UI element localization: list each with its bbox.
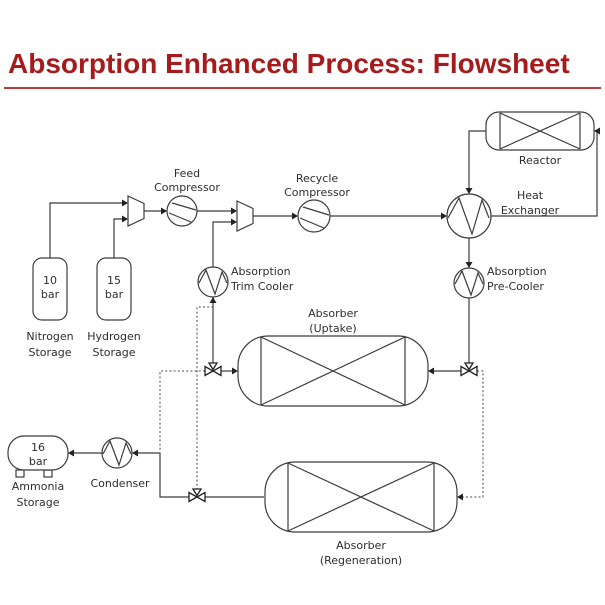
recycle-mixer-symbol (236, 200, 254, 232)
reactor-symbol (485, 111, 595, 151)
heat-exchanger-label-2: Exchanger (501, 204, 560, 217)
absorber-regeneration-label-1: Absorber (336, 539, 386, 552)
absorber-uptake-symbol (237, 335, 429, 407)
valve-right-icon (460, 362, 478, 377)
recycle-compressor-label-2: Compressor (284, 186, 350, 199)
ammonia-storage-vessel: 16 bar (7, 435, 69, 478)
absorber-uptake-label-2: (Uptake) (309, 322, 356, 335)
recycle-compressor-label-1: Recycle (296, 172, 339, 185)
feed-compressor-label-1: Feed (174, 167, 200, 180)
hydrogen-pressure-value: 15 (107, 274, 121, 287)
absorption-pre-cooler-label-2: Pre-Cooler (487, 280, 544, 293)
recycle-compressor-symbol (297, 199, 331, 233)
hydrogen-storage-label-1: Hydrogen (87, 330, 141, 343)
hydrogen-pressure-unit: bar (105, 288, 124, 301)
heat-exchanger-symbol (446, 193, 492, 239)
ammonia-pressure-unit: bar (29, 455, 48, 468)
feed-compressor-symbol (166, 195, 198, 227)
hydrogen-storage-label-2: Storage (92, 346, 135, 359)
absorption-pre-cooler-label-1: Absorption (487, 265, 547, 278)
absorption-trim-cooler-label-1: Absorption (231, 265, 291, 278)
ammonia-storage-label-2: Storage (16, 496, 59, 509)
condenser-symbol (101, 437, 133, 469)
absorption-pre-cooler-symbol (453, 267, 485, 299)
feed-mixer-symbol (127, 195, 145, 227)
absorber-regeneration-label-2: (Regeneration) (320, 554, 402, 567)
flow-arrows (68, 127, 600, 501)
nitrogen-pressure-value: 10 (43, 274, 57, 287)
page-title: Absorption Enhanced Process: Flowsheet (8, 48, 570, 79)
absorber-regeneration-symbol (264, 461, 458, 533)
feed-compressor-label-2: Compressor (154, 181, 220, 194)
reactor-label: Reactor (519, 154, 562, 167)
valve-left-icon (204, 362, 222, 377)
ammonia-storage-label-1: Ammonia (12, 480, 64, 493)
absorption-trim-cooler-label-2: Trim Cooler (230, 280, 294, 293)
absorption-trim-cooler-symbol (197, 266, 229, 298)
nitrogen-pressure-unit: bar (41, 288, 60, 301)
ammonia-pressure-value: 16 (31, 441, 45, 454)
heat-exchanger-label-1: Heat (517, 189, 544, 202)
nitrogen-storage-label-1: Nitrogen (26, 330, 73, 343)
title-underline (4, 87, 601, 89)
absorber-uptake-label-1: Absorber (308, 307, 358, 320)
process-streams-dashed (159, 306, 484, 498)
valve-bottom-icon (188, 488, 206, 503)
condenser-label: Condenser (90, 477, 150, 490)
hydrogen-storage-vessel: 15 bar (96, 257, 132, 321)
nitrogen-storage-label-2: Storage (28, 346, 71, 359)
nitrogen-storage-vessel: 10 bar (32, 257, 68, 321)
